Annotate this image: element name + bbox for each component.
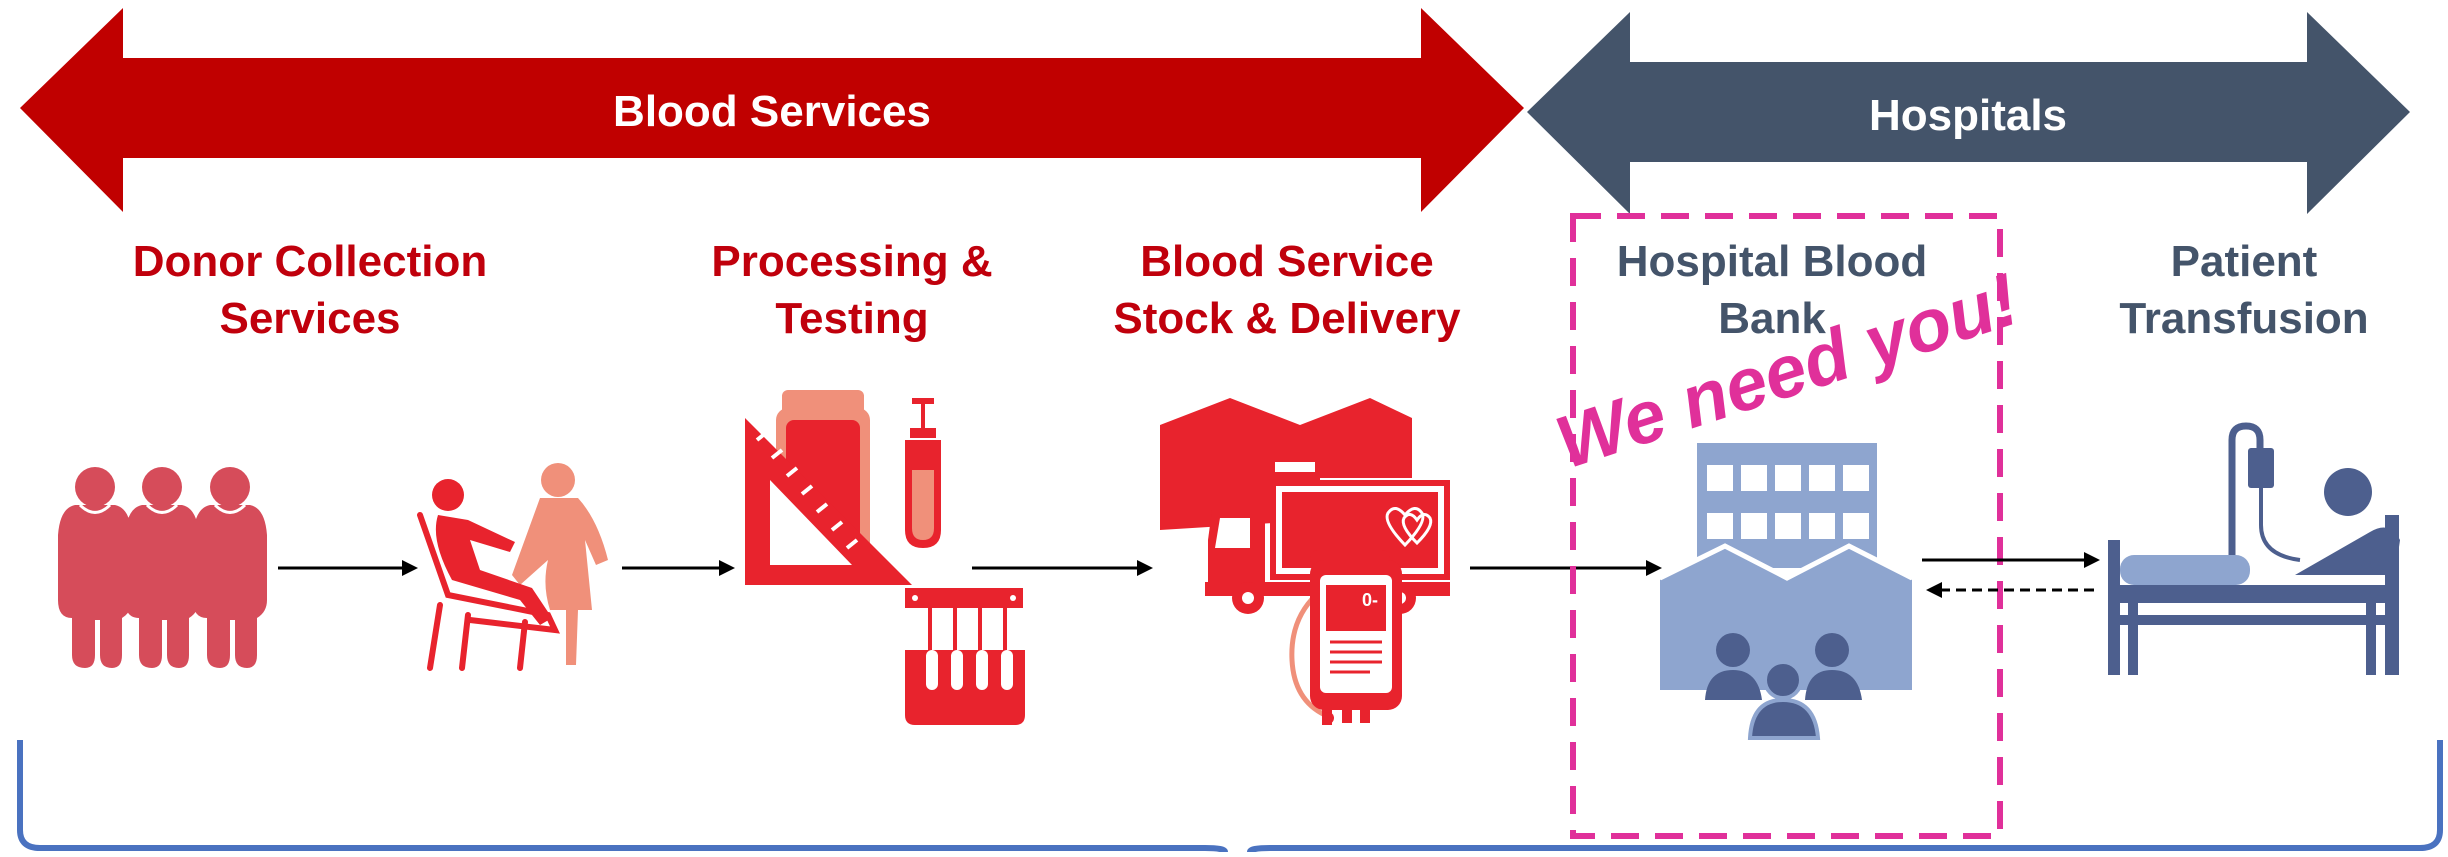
flow-arrow-1 (278, 560, 418, 576)
processing-label-line1: Processing & (711, 237, 992, 286)
patient-label-line2: Transfusion (2119, 294, 2368, 343)
nurse-icon (512, 463, 608, 665)
hospitals-label: Hospitals (1869, 91, 2067, 140)
processing-testing-icon (745, 390, 1025, 725)
blood-services-banner: Blood Services (20, 8, 1524, 212)
staff-group-icon (1705, 633, 1862, 740)
processing-label-line2: Testing (775, 294, 928, 343)
flow-arrow-3 (972, 560, 1153, 576)
blood-donation-icon (417, 463, 608, 671)
stage-processing-label: Processing & Testing (711, 237, 992, 343)
blood-bag-unit-icon: 0- (1289, 550, 1402, 725)
stock-delivery-icon: 0- (1160, 398, 1450, 725)
callout-dashed-box (1570, 213, 2003, 839)
stock-label-line2: Stock & Delivery (1113, 294, 1461, 343)
flow-arrow-5-forward (1922, 552, 2100, 568)
stock-label-line1: Blood Service (1140, 237, 1433, 286)
hospital-bank-label-line2: Bank (1718, 294, 1826, 343)
blood-services-double-arrow (20, 8, 1524, 212)
blood-type-label: 0- (1362, 590, 1378, 610)
hospital-bank-label-line1: Hospital Blood (1617, 237, 1927, 286)
flow-arrow-5-return-dashed (1926, 582, 2094, 598)
donors-group-icon (58, 467, 267, 668)
stage-stock-delivery-label: Blood Service Stock & Delivery (1113, 237, 1461, 343)
bottom-curly-brace (17, 740, 2443, 854)
stage-patient-transfusion-label: Patient Transfusion (2119, 237, 2368, 343)
flow-arrow-2 (622, 560, 735, 576)
stage-hospital-bank-label: Hospital Blood Bank (1617, 237, 1927, 343)
blood-service-logo-icon (1385, 507, 1433, 548)
hospitals-banner: Hospitals (1527, 12, 2410, 214)
hospitals-double-arrow (1527, 12, 2410, 214)
flow-arrow-4 (1470, 560, 1662, 576)
stage-donor-collection-label: Donor Collection Services (133, 237, 487, 343)
donor-label-line1: Donor Collection (133, 237, 487, 286)
blood-services-label: Blood Services (613, 87, 931, 136)
patient-transfusion-icon (2108, 422, 2400, 675)
donor-label-line2: Services (219, 294, 400, 343)
hospital-building-icon (1658, 443, 1914, 690)
patient-label-line1: Patient (2171, 237, 2318, 286)
test-tube-icon (905, 398, 941, 548)
ruler-triangle-icon (745, 418, 912, 585)
test-tube-rack-icon (905, 588, 1025, 725)
